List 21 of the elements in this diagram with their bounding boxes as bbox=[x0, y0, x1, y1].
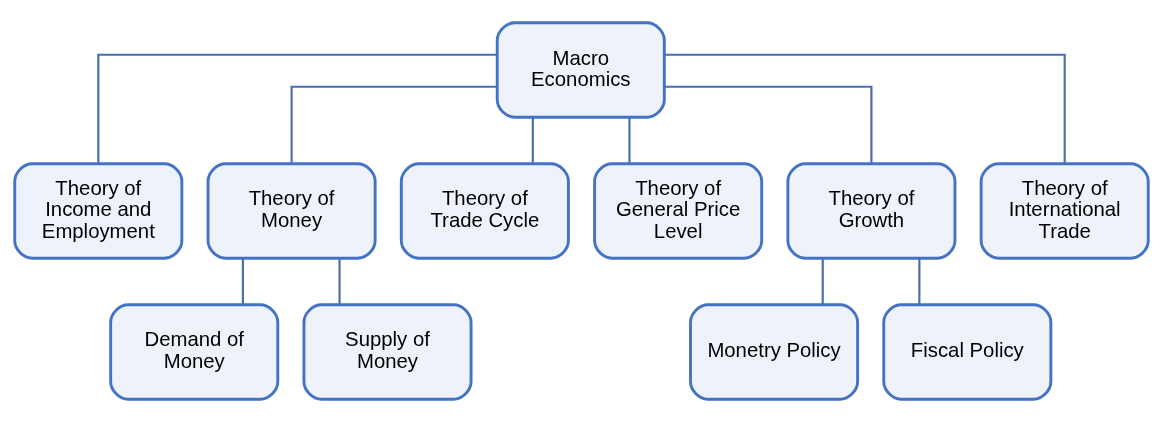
node-box: Fiscal Policy bbox=[882, 302, 1053, 401]
connector bbox=[290, 85, 498, 163]
node-box: Theory of Money bbox=[206, 161, 377, 260]
node-box: Theory of General Price Level bbox=[593, 161, 764, 260]
connector bbox=[664, 85, 873, 163]
connector bbox=[241, 257, 244, 304]
node-box: Macro Economics bbox=[495, 20, 666, 119]
node-box: Theory of International Trade bbox=[979, 161, 1150, 260]
connector bbox=[664, 53, 1066, 164]
node-box: Theory of Income and Employment bbox=[13, 161, 184, 260]
node-box: Theory of Trade Cycle bbox=[399, 161, 570, 260]
node-box: Demand of Money bbox=[109, 302, 280, 401]
node-box: Monetry Policy bbox=[689, 302, 860, 401]
connector bbox=[628, 116, 631, 164]
node-box: Supply of Money bbox=[302, 302, 473, 401]
node-box: Theory of Growth bbox=[786, 161, 957, 260]
connector bbox=[97, 53, 497, 164]
connector bbox=[918, 257, 921, 304]
connector bbox=[821, 257, 824, 304]
connector bbox=[338, 257, 341, 304]
connector bbox=[531, 116, 534, 164]
